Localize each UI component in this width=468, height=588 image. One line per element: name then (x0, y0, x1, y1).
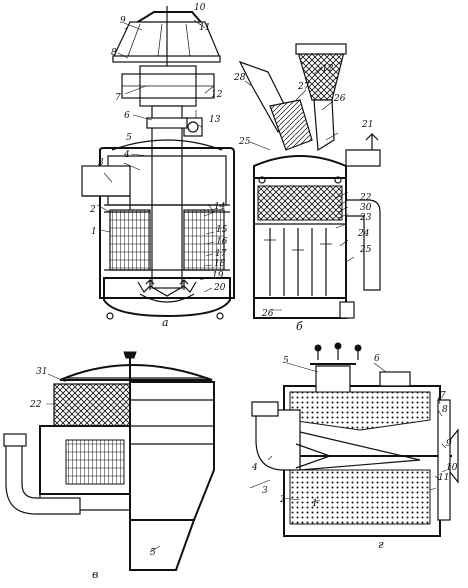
callout-g-4: 4 (251, 463, 258, 473)
callout-b-24: 24 (357, 229, 370, 239)
callout-a-2: 2 (89, 205, 96, 215)
callout-b-28: 27 (297, 82, 310, 92)
callout-b-27: 26 (333, 94, 346, 104)
callout-a-7: 7 (115, 93, 121, 103)
callout-g-5: 5 (283, 356, 289, 366)
callout-g-7: 7 (440, 391, 446, 401)
callout-v-22: 22 (29, 400, 42, 410)
callout-a-18: 18 (214, 259, 226, 269)
caption-a: а (162, 316, 169, 329)
callout-a-8: 8 (111, 48, 117, 58)
callout-b-25-top: 25 (238, 137, 251, 147)
callout-g-10: 10 (446, 463, 458, 473)
callout-g-3: 3 (262, 486, 268, 496)
callout-b-29: 28 (233, 73, 246, 83)
panel-a (81, 6, 235, 320)
callout-g-1: 1 (312, 499, 318, 509)
callout-b-22: 22 (359, 193, 372, 203)
callout-a-19: 19 (212, 271, 224, 281)
callout-a-10: 10 (194, 3, 206, 13)
callout-v-5: 5 (150, 548, 156, 558)
panel-b (238, 43, 381, 319)
callout-g-6: 6 (374, 354, 380, 364)
callout-g-2: 2 (279, 495, 286, 505)
callout-a-16: 16 (216, 237, 228, 247)
callout-a-5: 5 (126, 133, 132, 143)
callout-a-12: 12 (211, 90, 223, 100)
callout-a-1: 1 (91, 227, 97, 237)
callout-v-31: 31 (36, 367, 47, 377)
callout-b-30: 30 (360, 203, 372, 213)
panel-g (249, 342, 459, 537)
caption-g: г (378, 538, 384, 551)
callout-b-25: 25 (359, 245, 372, 255)
caption-b: б (296, 320, 303, 333)
callout-a-4: 4 (123, 150, 130, 160)
callout-a-9: 9 (120, 16, 126, 26)
labels: 9 10 11 8 7 12 6 13 5 4 3 2 1 14 15 16 1… (29, 3, 458, 581)
callout-a-6: 6 (124, 111, 130, 121)
callout-b-23: 23 (359, 213, 372, 223)
callout-a-17: 17 (215, 249, 227, 259)
callout-a-20: 20 (213, 283, 226, 293)
callout-g-11: 11 (438, 473, 449, 483)
caption-v: в (92, 568, 98, 581)
callout-g-9: 9 (446, 439, 452, 449)
callout-a-14: 14 (214, 202, 226, 212)
callout-b-26: 26 (261, 309, 274, 319)
callout-b-21: 21 (361, 120, 373, 130)
callout-a-13: 13 (209, 115, 221, 125)
callout-a-3: 3 (98, 158, 104, 168)
callout-g-8: 8 (442, 405, 448, 415)
callout-a-11: 11 (199, 23, 210, 33)
panel-v (3, 351, 215, 571)
callout-a-15: 15 (216, 225, 228, 235)
callout-b-12: 12 (322, 64, 334, 74)
